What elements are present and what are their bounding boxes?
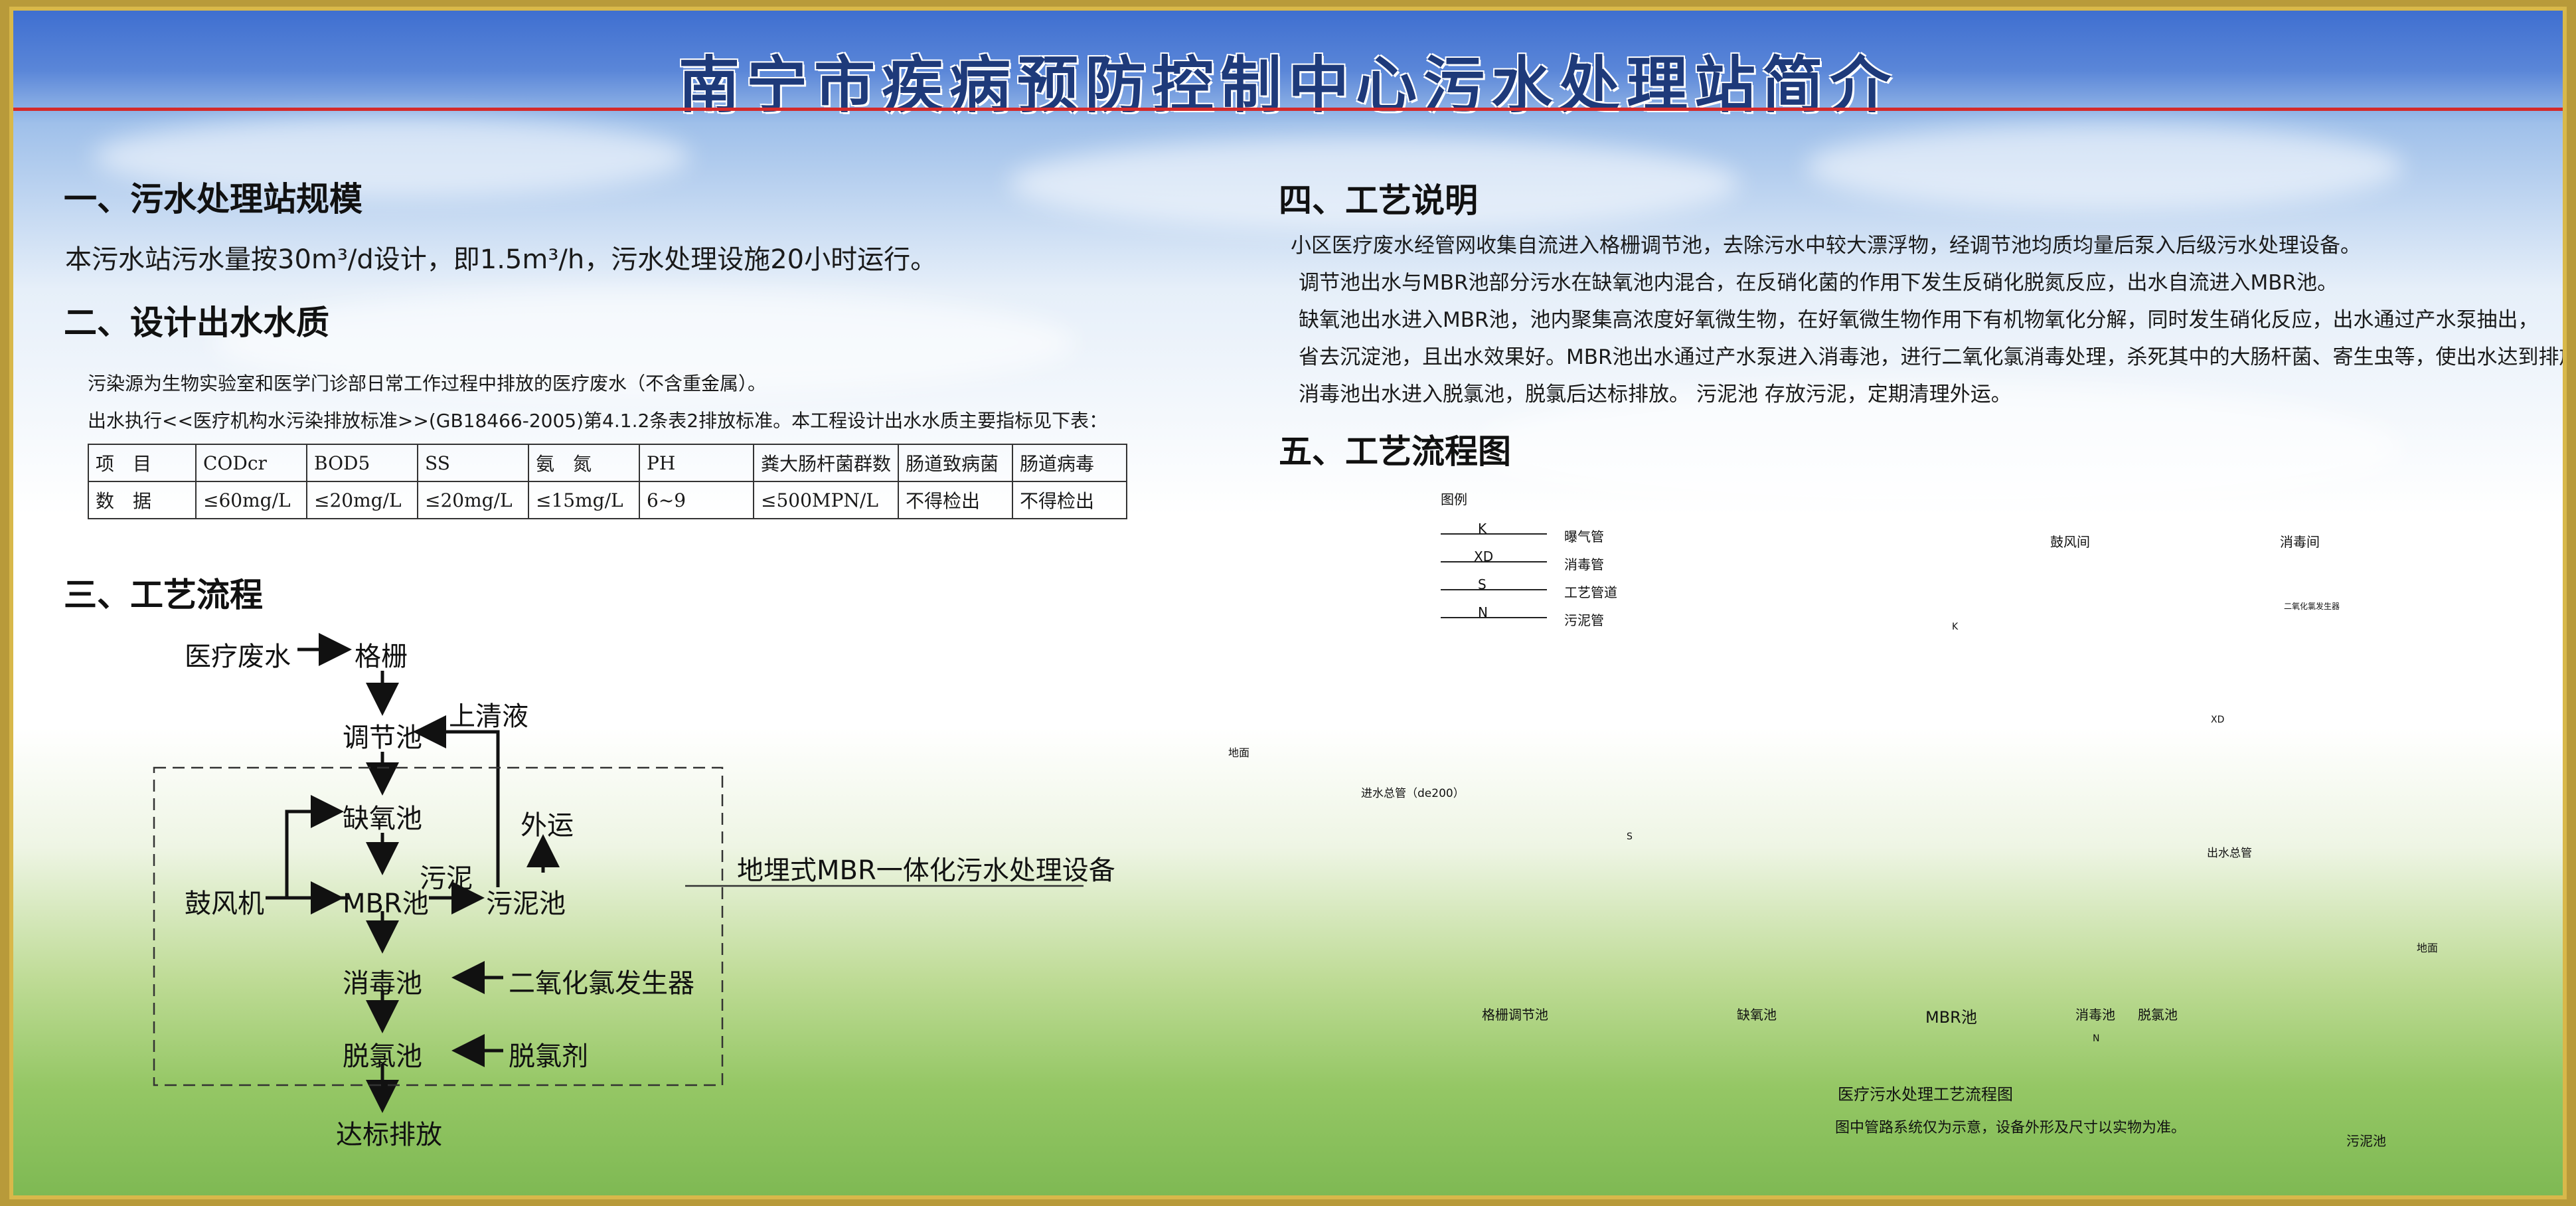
legend-code-s: S: [1478, 576, 1487, 592]
cloud: [1474, 383, 2403, 515]
diagram-label-clo2-small: 二氧化氯发生器: [2284, 602, 2340, 611]
table-header: SS: [417, 444, 529, 482]
table-header: 粪大肠杆菌群数: [752, 444, 900, 482]
table-cell: ≤20mg/L: [417, 481, 529, 519]
equipment-label: 地埋式MBR一体化污水处理设备: [737, 855, 1115, 886]
table-header: CODcr: [195, 444, 307, 482]
diagram-label-blower-room: 鼓风间: [2050, 534, 2090, 550]
section4-line5: 消毒池出水进入脱氯池，脱氯后达标排放。 污泥池 存放污泥，定期清理外运。: [1299, 383, 2012, 406]
cloud: [1806, 124, 2403, 210]
section2-heading: 二、设计出水水质: [64, 303, 329, 342]
flow-node-supernatant: 上清液: [449, 701, 528, 732]
table-row: 项 目 CODcr BOD5 SS 氨 氮 PH 粪大肠杆菌群数 肠道致病菌 肠…: [88, 444, 1128, 482]
flow-node-dechlor: 脱氯池: [343, 1041, 422, 1072]
section5-heading: 五、工艺流程图: [1279, 432, 1511, 471]
diagram-label-grille-tank: 格栅调节池: [1482, 1007, 1548, 1023]
flow-node-waste: 医疗废水: [185, 642, 291, 672]
section4-line4: 省去沉淀池，且出水效果好。MBR池出水通过产水泵进入消毒池，进行二氧化氯消毒处理…: [1299, 345, 2567, 369]
table-header: 肠道致病菌: [898, 444, 1014, 482]
table-header: 氨 氮: [528, 444, 640, 482]
flow-node-disinfect: 消毒池: [343, 968, 422, 999]
section4-line3: 缺氧池出水进入MBR池，池内聚集高浓度好氧微生物，在好氧微生物作用下有机物氧化分…: [1299, 308, 2539, 332]
table-row: 数 据 ≤60mg/L ≤20mg/L ≤20mg/L ≤15mg/L 6~9 …: [88, 481, 1128, 519]
table-cell: 6~9: [639, 481, 754, 519]
legend-label-aeration: 曝气管: [1564, 529, 1604, 545]
diagram-label-n: N: [2093, 1033, 2100, 1044]
diagram-caption: 医疗污水处理工艺流程图: [1838, 1085, 2013, 1104]
section4-heading: 四、工艺说明: [1279, 181, 1478, 220]
title-rule: [13, 108, 2563, 111]
info-board: 南宁市疾病预防控制中心污水处理站简介 一、污水处理站规模 本污水站污水量按30m…: [9, 7, 2567, 1199]
table-cell: 不得检出: [1012, 481, 1128, 519]
legend-title: 图例: [1441, 491, 1467, 507]
table-cell: ≤500MPN/L: [752, 481, 900, 519]
section1-heading: 一、污水处理站规模: [64, 180, 362, 218]
section2-line2: 出水执行<<医疗机构水污染排放标准>>(GB18466-2005)第4.1.2条…: [88, 410, 1108, 432]
table-cell: 数 据: [88, 481, 197, 519]
diagram-label-sludge-tank: 污泥池: [2346, 1133, 2386, 1149]
process-flow-arrows: [153, 633, 1084, 1113]
table-cell: ≤20mg/L: [306, 481, 418, 519]
table-cell: ≤60mg/L: [195, 481, 307, 519]
table-cell: ≤15mg/L: [528, 481, 640, 519]
diagram-label-anoxic-tank: 缺氧池: [1737, 1007, 1777, 1023]
legend-lines: [1441, 533, 1547, 618]
flow-node-regulate: 调节池: [343, 723, 422, 753]
flow-node-outbound: 外运: [521, 810, 574, 841]
flow-node-sludge-tank: 污泥池: [486, 889, 566, 919]
section3-heading: 三、工艺流程: [64, 576, 263, 614]
legend-label-sludge: 污泥管: [1564, 612, 1604, 628]
cloud: [212, 290, 1076, 396]
legend-code-n: N: [1478, 604, 1488, 620]
section2-line1: 污染源为生物实验室和医学门诊部日常工作过程中排放的医疗废水（不含重金属）。: [88, 373, 767, 394]
flow-node-dechlor-agent: 脱氯剂: [509, 1041, 588, 1072]
diagram-label-k: K: [1952, 622, 1959, 632]
diagram-label-s: S: [1627, 831, 1633, 842]
flow-node-anoxic: 缺氧池: [343, 804, 422, 834]
table-cell: 不得检出: [898, 481, 1014, 519]
diagram-label-dechlor-tank: 脱氯池: [2138, 1007, 2178, 1023]
diagram-label-ground1: 地面: [1228, 746, 1250, 759]
legend-label-disinfect: 消毒管: [1564, 557, 1604, 572]
table-header: BOD5: [306, 444, 418, 482]
cloud: [611, 582, 1275, 715]
diagram-label-xd: XD: [2211, 715, 2225, 725]
table-header: 项 目: [88, 444, 197, 482]
table-header: 肠道病毒: [1012, 444, 1128, 482]
flow-node-sludge-label: 污泥: [420, 863, 473, 894]
legend-label-process: 工艺管道: [1564, 584, 1617, 600]
flow-node-discharge: 达标排放: [336, 1120, 442, 1150]
flow-node-blower: 鼓风机: [185, 889, 264, 919]
diagram-label-disinfect-room: 消毒间: [2280, 534, 2320, 550]
flow-node-grille: 格栅: [355, 642, 408, 672]
diagram-label-outlet: 出水总管: [2207, 847, 2252, 860]
legend-code-xd: XD: [1474, 549, 1494, 564]
legend-code-k: K: [1478, 521, 1487, 537]
cloud: [93, 117, 690, 197]
section4-line1: 小区医疗废水经管网收集自流进入格栅调节池，去除污水中较大漂浮物，经调节池均质均量…: [1291, 234, 2361, 258]
flow-node-clo2: 二氧化氯发生器: [509, 968, 694, 999]
water-quality-table: 项 目 CODcr BOD5 SS 氨 氮 PH 粪大肠杆菌群数 肠道致病菌 肠…: [88, 444, 1128, 519]
diagram-label-mbr-tank: MBR池: [1925, 1008, 1977, 1027]
cloud: [1009, 137, 1739, 230]
diagram-label-disinfect-tank: 消毒池: [2075, 1007, 2115, 1023]
diagram-note: 图中管路系统仅为示意，设备外形及尺寸以实物为准。: [1835, 1120, 2186, 1136]
diagram-label-inlet: 进水总管（de200）: [1361, 787, 1465, 800]
diagram-label-ground2: 地面: [2417, 942, 2439, 954]
table-header: PH: [639, 444, 754, 482]
section4-line2: 调节池出水与MBR池部分污水在缺氧池内混合，在反硝化菌的作用下发生反硝化脱氮反应…: [1299, 271, 2338, 295]
section1-text: 本污水站污水量按30m³/d设计，即1.5m³/h，污水处理设施20小时运行。: [65, 244, 937, 275]
flow-node-mbr: MBR池: [343, 889, 429, 919]
process-diagram: [13, 11, 1275, 708]
